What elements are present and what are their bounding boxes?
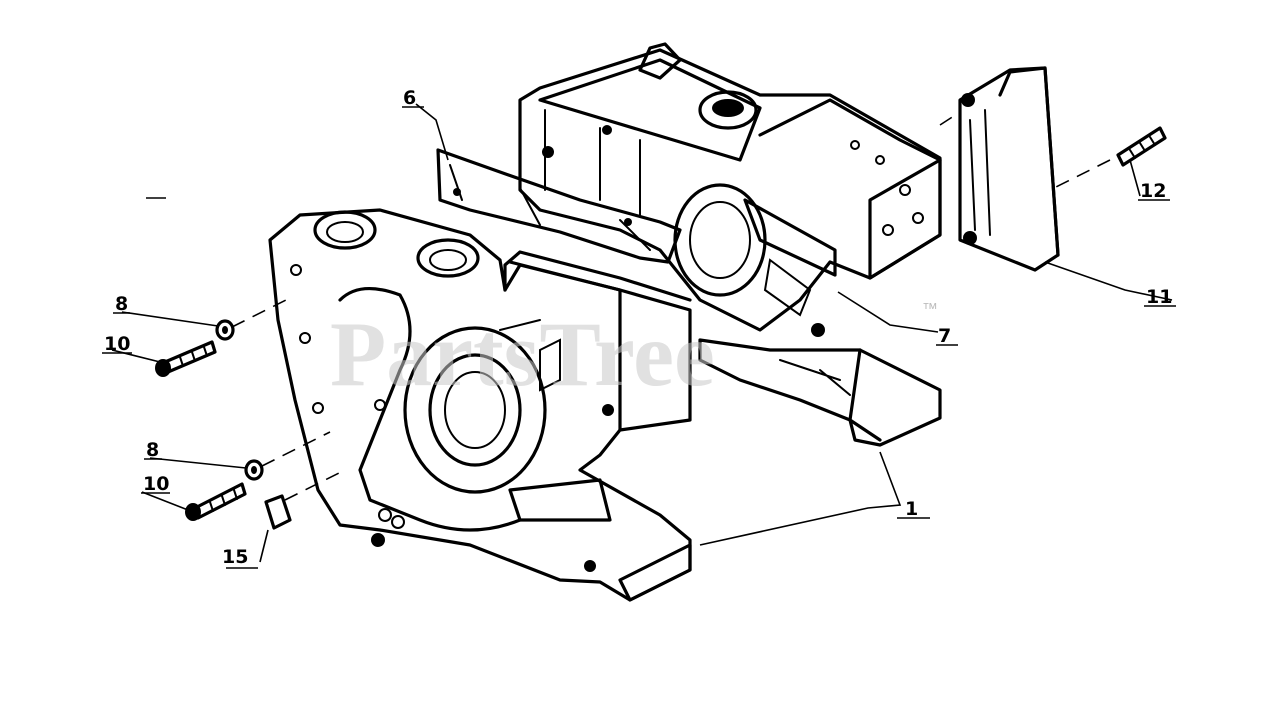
callout-10-top: 10 <box>104 333 130 355</box>
gasket <box>436 148 682 264</box>
center-lines <box>231 111 1111 501</box>
front-crankcase-half <box>268 208 692 602</box>
callout-11: 11 <box>1146 286 1172 308</box>
callout-1: 1 <box>905 498 918 520</box>
watermark-trademark: ™ <box>922 301 938 318</box>
callout-7: 7 <box>938 325 951 347</box>
callout-12: 12 <box>1140 180 1166 202</box>
rear-crankcase-half <box>518 42 942 337</box>
callout-labels: 6 8 10 8 10 15 7 11 12 1 <box>102 87 1176 568</box>
callout-8-top: 8 <box>115 293 128 315</box>
fasteners <box>155 126 1167 530</box>
leader-lines <box>111 103 1173 569</box>
callout-10-bottom: 10 <box>143 473 169 495</box>
watermark: PartsTree ™ <box>330 301 938 405</box>
mounting-base <box>698 338 942 447</box>
watermark-text: PartsTree <box>330 303 715 405</box>
side-cover <box>958 66 1060 272</box>
callout-8-bottom: 8 <box>146 439 159 461</box>
callout-6: 6 <box>403 87 416 109</box>
callout-15: 15 <box>222 546 248 568</box>
